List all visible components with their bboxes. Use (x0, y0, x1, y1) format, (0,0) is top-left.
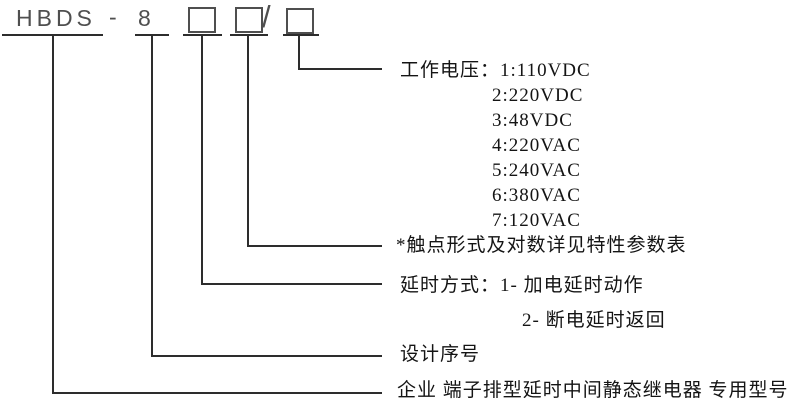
leader-horizontal-design-serial (151, 355, 382, 357)
model-series-number: 8 (138, 5, 151, 31)
working-voltage-option-1: 1:110VDC (500, 60, 591, 81)
delay-mode-option-1: 1- 加电延时动作 (500, 275, 644, 296)
working-voltage-label: 工作电压： (400, 60, 501, 81)
placeholder-box-delay-mode (188, 7, 216, 33)
leader-horizontal-contact-note (247, 245, 382, 247)
leader-horizontal-model-description (52, 392, 382, 394)
working-voltage-option-5: 5:240VAC (492, 160, 581, 181)
leader-vertical-design-serial (151, 34, 153, 357)
leader-horizontal-delay-mode (201, 283, 382, 285)
contact-note: *触点形式及对数详见特性参数表 (396, 235, 687, 256)
placeholder-box-contact-form (235, 7, 263, 33)
model-description-label: 企业 端子排型延时中间静态继电器 专用型号 (397, 380, 789, 401)
working-voltage-option-4: 4:220VAC (492, 135, 581, 156)
working-voltage-option-7: 7:120VAC (492, 210, 581, 231)
delay-mode-label: 延时方式： (400, 275, 501, 296)
model-separator: - (109, 4, 117, 30)
working-voltage-option-3: 3:48VDC (492, 110, 573, 131)
working-voltage-line-1: 工作电压：1:110VDC (400, 61, 591, 80)
leader-vertical-working-voltage (298, 34, 300, 70)
working-voltage-option-2: 2:220VDC (492, 85, 584, 106)
delay-mode-line-1: 延时方式：1- 加电延时动作 (400, 276, 644, 295)
delay-mode-option-2: 2- 断电延时返回 (522, 310, 666, 331)
placeholder-box-working-voltage (286, 8, 314, 34)
working-voltage-option-6: 6:380VAC (492, 185, 581, 206)
model-slash: / (262, 0, 271, 34)
model-prefix: HBDS (16, 5, 96, 31)
design-serial-label: 设计序号 (400, 344, 481, 365)
leader-vertical-contact-note (247, 34, 249, 247)
underline-voltage-box (283, 34, 319, 36)
underline-contact-box (230, 34, 268, 36)
leader-vertical-delay-mode (201, 34, 203, 285)
leader-horizontal-working-voltage (298, 68, 382, 70)
leader-vertical-model-description (52, 34, 54, 394)
